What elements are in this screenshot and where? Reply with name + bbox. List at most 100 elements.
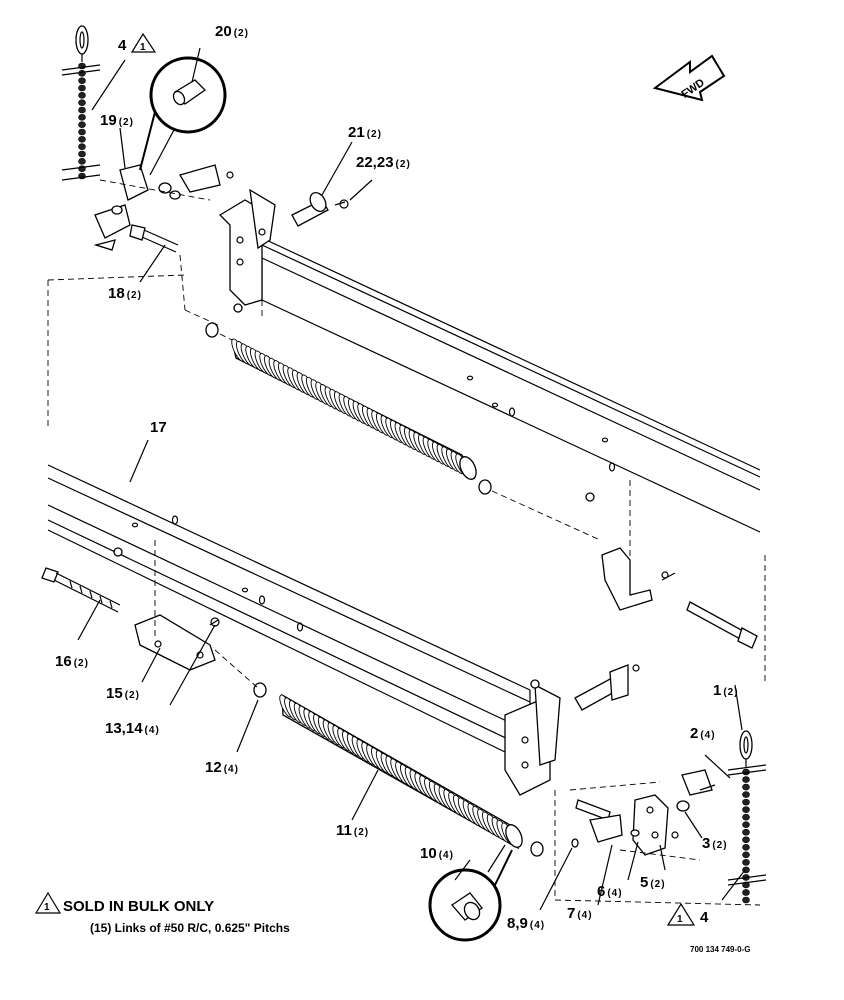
drawing-number: 700 134 749-0-G	[690, 945, 751, 954]
callout-number: 21	[348, 124, 365, 141]
callout-number: 2	[690, 725, 698, 742]
leader-lines	[77, 47, 746, 911]
callout-quantity: (2)	[396, 159, 411, 170]
callout-number: 8,9	[507, 915, 528, 932]
callout-quantity: (2)	[127, 290, 142, 301]
svg-text:17: 17	[150, 419, 167, 436]
callout-quantity: (4)	[700, 730, 715, 741]
callout-number: 16	[55, 653, 72, 670]
callout-number: 17	[150, 419, 167, 436]
callout-quantity: (4)	[145, 725, 160, 736]
chain-link	[78, 128, 86, 136]
chain-link	[742, 859, 750, 866]
svg-text:20(2): 20(2)	[215, 23, 249, 40]
callout-number: 1	[713, 682, 721, 699]
svg-text:4: 4	[700, 909, 709, 926]
chain-link	[78, 106, 86, 114]
chain-link	[78, 143, 86, 150]
chain-link	[742, 776, 750, 783]
callout-22-23: 22,23(2)	[356, 154, 411, 171]
construction-lines	[47, 179, 766, 906]
chain-link	[742, 851, 750, 859]
callout-20: 20(2)	[215, 23, 249, 40]
callout-number: 20	[215, 23, 232, 40]
bracket-15	[134, 614, 220, 671]
chain-left	[61, 25, 101, 181]
callout-number: 10	[420, 845, 437, 862]
callout-11: 11(2)	[336, 822, 369, 839]
callout-17: 17	[150, 419, 167, 436]
callout-5: 5(2)	[640, 874, 666, 891]
callout-number: 3	[702, 835, 710, 852]
chain-link	[742, 836, 750, 844]
callout-6: 6(4)	[597, 883, 623, 900]
note-main: SOLD IN BULK ONLY	[63, 898, 214, 915]
callout-13-14: 13,14(4)	[105, 720, 160, 737]
detail-circle-20	[139, 56, 227, 176]
svg-text:3(2): 3(2)	[702, 835, 728, 852]
chain-link	[78, 136, 86, 143]
bulk-note: 1 SOLD IN BULK ONLY (15) Links of #50 R/…	[34, 891, 290, 935]
callout-number: 4	[118, 37, 127, 54]
callout-quantity: (2)	[125, 690, 140, 701]
svg-text:10(4): 10(4)	[420, 845, 454, 862]
callout-quantity: (2)	[354, 827, 369, 838]
lower-right-hardware	[571, 769, 716, 856]
callout-quantity: (2)	[650, 879, 665, 890]
chain-link	[78, 77, 86, 84]
callout-10: 10(4)	[420, 845, 454, 862]
svg-text:4: 4	[118, 37, 127, 54]
chain-link	[742, 783, 750, 791]
callout-quantity: (4)	[530, 920, 545, 931]
callout-quantity: (4)	[577, 910, 592, 921]
svg-text:18(2): 18(2)	[108, 285, 142, 302]
callout-21: 21(2)	[348, 124, 382, 141]
upper-left-bracket	[218, 188, 276, 306]
chain-link	[742, 813, 750, 821]
callout-quantity: (2)	[234, 28, 249, 39]
callout-number: 19	[100, 112, 117, 129]
svg-text:21(2): 21(2)	[348, 124, 382, 141]
upper-beam	[261, 237, 761, 533]
callout-7: 7(4)	[567, 905, 593, 922]
chain-link	[78, 84, 86, 92]
callout-quantity: (2)	[712, 840, 727, 851]
upper-right-mount	[601, 547, 676, 611]
callout-quantity: (4)	[439, 850, 454, 861]
callout-18: 18(2)	[108, 285, 142, 302]
note-sub: (15) Links of #50 R/C, 0.625" Pitchs	[90, 921, 290, 935]
svg-text:7(4): 7(4)	[567, 905, 593, 922]
svg-text:5(2): 5(2)	[640, 874, 666, 891]
callout-15: 15(2)	[106, 685, 140, 702]
chain-link	[742, 821, 750, 829]
forward-direction-arrow: FWD	[652, 54, 726, 102]
callout-4-top: 4 1	[118, 32, 157, 54]
svg-text:15(2): 15(2)	[106, 685, 140, 702]
long-bolt-right	[686, 601, 758, 649]
lower-right-bracket	[504, 664, 640, 796]
callout-2: 2(4)	[690, 725, 716, 742]
detail-circle-10	[428, 844, 513, 942]
svg-text:6(4): 6(4)	[597, 883, 623, 900]
callout-8-9: 8,9(4)	[507, 915, 545, 932]
chain-link	[78, 158, 86, 165]
bolt-16	[41, 567, 121, 613]
svg-text:1(2): 1(2)	[713, 682, 739, 699]
callout-number: 4	[700, 909, 709, 926]
callout-19: 19(2)	[100, 112, 134, 129]
chain-link	[742, 798, 750, 806]
chain-link	[742, 889, 750, 896]
chain-link	[78, 70, 86, 77]
callout-number: 13,14	[105, 720, 143, 737]
callout-number: 5	[640, 874, 648, 891]
callout-number: 7	[567, 905, 575, 922]
callout-quantity: (2)	[119, 117, 134, 128]
chain-link	[78, 114, 86, 121]
callout-number: 11	[336, 822, 352, 839]
chain-link	[78, 92, 86, 99]
chain-link	[78, 121, 86, 128]
svg-text:2(4): 2(4)	[690, 725, 716, 742]
svg-text:13,14(4): 13,14(4)	[105, 720, 160, 737]
callout-quantity: (2)	[723, 687, 738, 698]
svg-text:22,23(2): 22,23(2)	[356, 154, 411, 171]
